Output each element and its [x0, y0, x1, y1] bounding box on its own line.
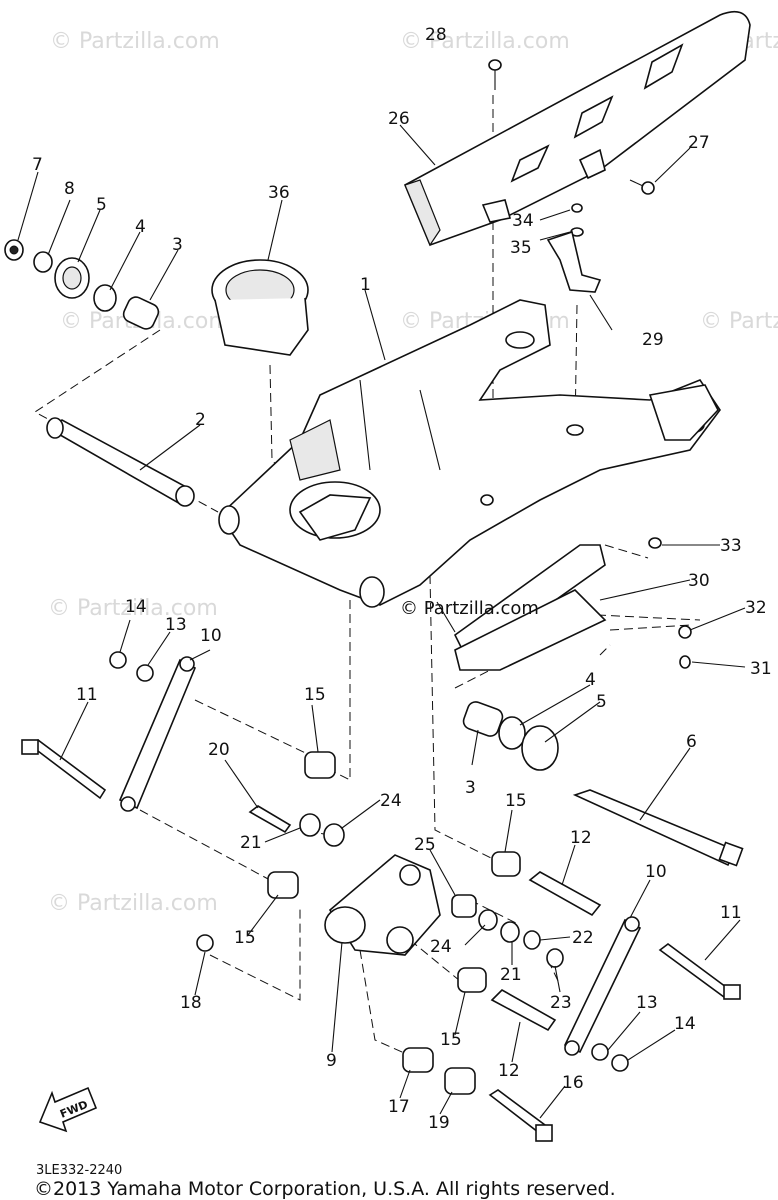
callout-12-bottom: 12: [498, 1061, 520, 1081]
drawing-code: 3LE332-2240: [36, 1163, 123, 1178]
callout-14: 14: [125, 597, 147, 617]
callout-15-mid: 15: [505, 791, 527, 811]
callout-1: 1: [360, 275, 371, 295]
callout-21: 21: [240, 833, 262, 853]
callout-leaders: [17, 124, 746, 1119]
callout-23: 23: [550, 993, 572, 1013]
callout-3: 3: [172, 235, 183, 255]
pivot-hardware-right: [462, 701, 744, 867]
fasteners: [488, 59, 692, 669]
callout-26: 26: [388, 109, 410, 129]
callout-20: 20: [208, 740, 230, 760]
callout-11-right: 11: [720, 903, 742, 923]
connecting-rod-right: [563, 916, 642, 1056]
callout-3-right: 3: [465, 778, 476, 798]
callout-28: 28: [425, 25, 447, 45]
callout-15: 15: [304, 685, 326, 705]
callout-34: 34: [512, 211, 534, 231]
callout-8: 8: [64, 179, 75, 199]
callout-35: 35: [510, 238, 532, 258]
callout-13-right: 13: [636, 993, 658, 1013]
callout-13: 13: [165, 615, 187, 635]
callout-18: 18: [180, 993, 202, 1013]
callout-27: 27: [688, 133, 710, 153]
callout-25: 25: [414, 835, 436, 855]
bolts: [21, 739, 741, 1142]
callout-17: 17: [388, 1097, 410, 1117]
callout-24: 24: [380, 791, 402, 811]
swingarm: [218, 299, 721, 608]
seal-boot: [211, 259, 309, 356]
callout-32: 32: [745, 598, 767, 618]
watermark: © Partzilla.com: [400, 29, 570, 54]
center-watermark: © Partzilla.com: [400, 598, 539, 619]
callout-16: 16: [562, 1073, 584, 1093]
bushings-and-collars: [109, 651, 629, 1095]
callout-21-lower: 21: [500, 965, 522, 985]
chain-case: [403, 10, 751, 247]
pivot-shaft: [46, 417, 195, 507]
callout-19: 19: [428, 1113, 450, 1133]
callout-10-right: 10: [645, 862, 667, 882]
callout-15-bottom: 15: [440, 1030, 462, 1050]
callout-30: 30: [688, 571, 710, 591]
callout-11: 11: [76, 685, 98, 705]
callout-6: 6: [686, 732, 697, 752]
callout-14-right: 14: [674, 1014, 696, 1034]
watermark: © Partzilla.com: [700, 309, 778, 334]
watermark: © Partzilla.com: [50, 29, 220, 54]
forward-arrow: FWD: [38, 1086, 98, 1133]
callout-33: 33: [720, 536, 742, 556]
callout-7: 7: [32, 155, 43, 175]
callout-4-right: 4: [585, 670, 596, 690]
callout-10: 10: [200, 626, 222, 646]
connecting-rod-left: [118, 656, 197, 812]
callout-29: 29: [642, 330, 664, 350]
callout-5-right: 5: [596, 692, 607, 712]
pivot-hardware-left: [4, 239, 160, 330]
watermark: © Partzilla.com: [48, 596, 218, 621]
callout-24-lower: 24: [430, 937, 452, 957]
callout-5: 5: [96, 195, 107, 215]
callout-4: 4: [135, 217, 146, 237]
callout-22: 22: [572, 928, 594, 948]
watermark: © Partzilla.com: [48, 891, 218, 916]
callout-15-left: 15: [234, 928, 256, 948]
callout-31: 31: [750, 659, 772, 679]
callout-36: 36: [268, 183, 290, 203]
chain-guide: [453, 544, 607, 671]
relay-arm: [324, 854, 441, 956]
callout-12: 12: [570, 828, 592, 848]
copyright-notice: ©2013 Yamaha Motor Corporation, U.S.A. A…: [34, 1178, 616, 1200]
callout-9: 9: [326, 1051, 337, 1071]
callout-numbers: 1 2 3 4 5 8 7 36 26 28 27 34 35 29 33 30…: [32, 25, 772, 1133]
callout-2: 2: [195, 410, 206, 430]
